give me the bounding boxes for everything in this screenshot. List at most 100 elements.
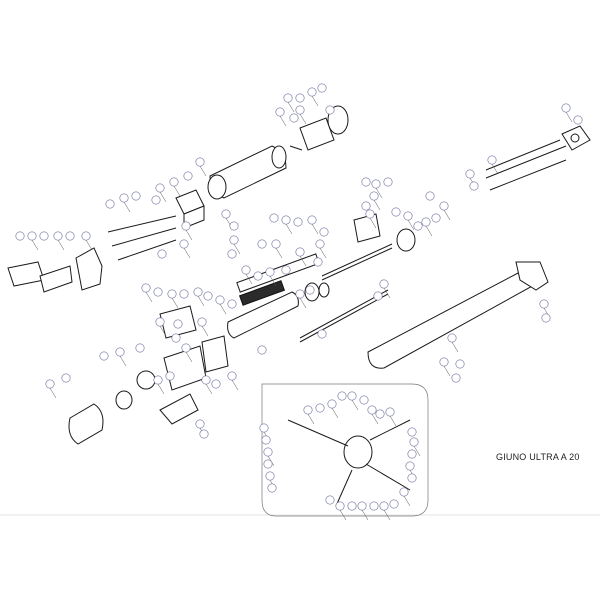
callout bbox=[335, 501, 345, 511]
callout bbox=[65, 231, 75, 241]
callout-marker bbox=[357, 501, 367, 511]
callout bbox=[561, 103, 571, 113]
callout bbox=[269, 213, 279, 223]
leader-line bbox=[413, 445, 421, 457]
callout-marker bbox=[179, 239, 189, 249]
callout bbox=[203, 291, 213, 301]
callout-marker bbox=[257, 239, 267, 249]
callout-marker bbox=[313, 257, 323, 267]
callout bbox=[257, 345, 267, 355]
callout bbox=[253, 271, 263, 281]
callout-marker bbox=[131, 191, 141, 201]
callout-marker bbox=[269, 213, 279, 223]
callout bbox=[327, 399, 337, 409]
inner-tube bbox=[227, 291, 299, 339]
callout bbox=[179, 289, 189, 299]
tie-rods-right bbox=[485, 139, 567, 191]
callout-marker bbox=[317, 83, 327, 93]
callout bbox=[197, 317, 207, 327]
callout bbox=[383, 177, 393, 187]
leader-line bbox=[443, 365, 451, 377]
callout-marker bbox=[281, 265, 291, 275]
leader-line bbox=[145, 291, 153, 303]
callout-marker bbox=[81, 231, 91, 241]
callout-marker bbox=[181, 343, 191, 353]
callout bbox=[283, 93, 293, 103]
callout-marker bbox=[375, 409, 385, 419]
callout-marker bbox=[53, 231, 63, 241]
callout-marker bbox=[421, 217, 431, 227]
leader-line bbox=[361, 509, 369, 521]
callout bbox=[455, 359, 465, 369]
callout bbox=[421, 217, 431, 227]
callout-marker bbox=[153, 375, 163, 385]
callout-marker bbox=[221, 209, 231, 219]
callout bbox=[369, 501, 379, 511]
callout bbox=[151, 195, 161, 205]
callout-marker bbox=[105, 199, 115, 209]
callout-marker bbox=[327, 399, 337, 409]
callout bbox=[313, 257, 323, 267]
callout bbox=[157, 249, 167, 259]
callout-marker bbox=[65, 231, 75, 241]
callout bbox=[295, 247, 305, 257]
callout bbox=[99, 351, 109, 361]
callout-marker bbox=[369, 501, 379, 511]
callout-marker bbox=[307, 215, 317, 225]
leader-line bbox=[287, 101, 295, 113]
callout-marker bbox=[265, 471, 275, 481]
callout bbox=[281, 215, 291, 225]
callout-marker bbox=[119, 193, 129, 203]
leader-line bbox=[275, 247, 283, 259]
callout-marker bbox=[451, 373, 461, 383]
leader-line bbox=[279, 115, 287, 127]
callout bbox=[373, 291, 383, 301]
leader-line bbox=[219, 303, 227, 315]
callout-marker bbox=[439, 357, 449, 367]
callout-marker bbox=[99, 351, 109, 361]
callout bbox=[293, 217, 303, 227]
gear-train bbox=[236, 253, 330, 306]
callout bbox=[53, 231, 63, 241]
callout bbox=[221, 209, 231, 219]
callout-marker bbox=[295, 93, 305, 103]
leader-line bbox=[57, 239, 65, 251]
callout-marker bbox=[539, 299, 549, 309]
callout bbox=[409, 437, 419, 447]
leader-line bbox=[183, 247, 191, 259]
callout-marker bbox=[229, 221, 239, 231]
callout bbox=[201, 375, 211, 385]
callout-marker bbox=[295, 247, 305, 257]
callout-marker bbox=[183, 171, 193, 181]
leader-line bbox=[231, 379, 239, 391]
callout bbox=[15, 231, 25, 241]
callout-marker bbox=[271, 239, 281, 249]
callout-marker bbox=[261, 435, 271, 445]
callout bbox=[451, 373, 461, 383]
callout bbox=[399, 487, 409, 497]
callout bbox=[241, 265, 251, 275]
callout bbox=[407, 473, 417, 483]
callout bbox=[39, 231, 49, 241]
callout bbox=[447, 333, 457, 343]
callout bbox=[315, 403, 325, 413]
callout-marker bbox=[257, 345, 267, 355]
callout bbox=[305, 285, 315, 295]
callout-marker bbox=[317, 329, 327, 339]
leader-line bbox=[201, 325, 209, 337]
leader-line bbox=[383, 287, 391, 299]
callout bbox=[573, 115, 583, 125]
callout-marker bbox=[325, 495, 335, 505]
leader-line bbox=[205, 383, 213, 395]
callout-marker bbox=[195, 419, 205, 429]
callout bbox=[181, 343, 191, 353]
leader-line bbox=[123, 201, 131, 213]
callout bbox=[263, 459, 273, 469]
callout bbox=[265, 471, 275, 481]
callout-marker bbox=[61, 373, 71, 383]
callout bbox=[317, 83, 327, 93]
leader-line bbox=[311, 223, 319, 235]
callout bbox=[391, 207, 401, 217]
